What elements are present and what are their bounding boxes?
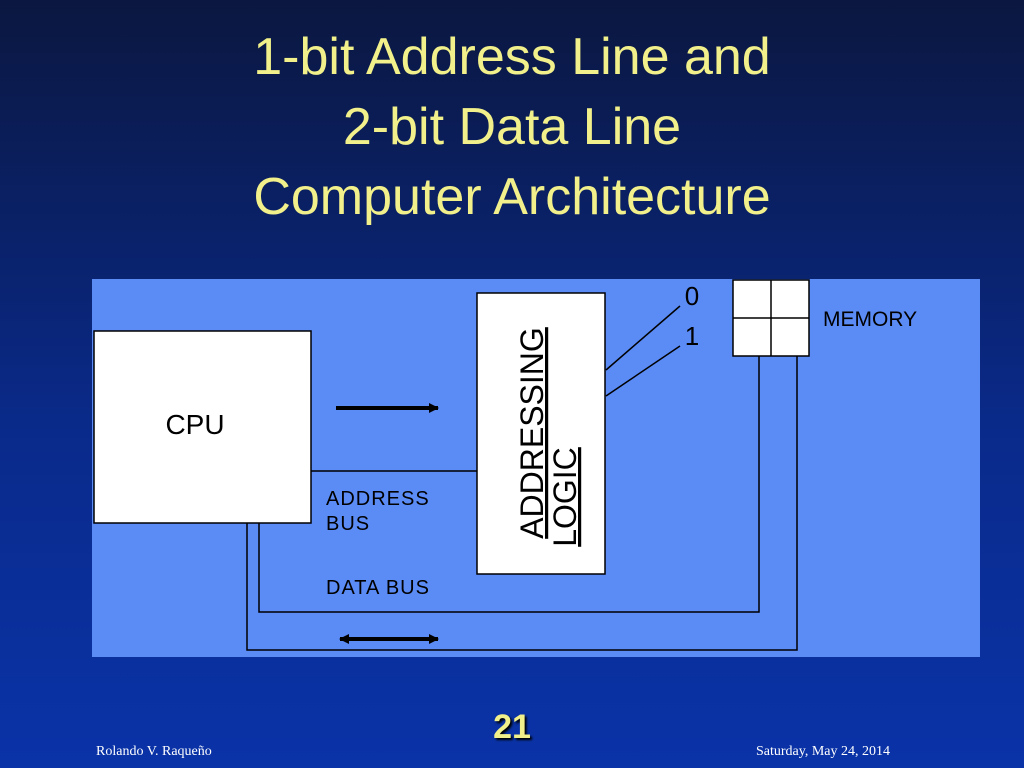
slide-title: 1-bit Address Line and 2-bit Data Line C… xyxy=(0,22,1024,232)
address-label-1: 1 xyxy=(685,321,699,351)
cpu-box xyxy=(93,330,312,524)
logic-label: LOGIC xyxy=(547,447,583,547)
address-bus-label-1: ADDRESS xyxy=(326,488,430,510)
address-label-0: 0 xyxy=(685,281,699,311)
footer-date: Saturday, May 24, 2014 xyxy=(755,744,890,759)
data-bus-outer xyxy=(246,356,798,651)
title-line-2: 2-bit Data Line xyxy=(342,98,682,156)
memory-grid xyxy=(732,279,810,357)
footer-author: Rolando V. Raqueño xyxy=(96,744,212,759)
address-line-0 xyxy=(605,305,681,371)
data-bus-inner xyxy=(258,356,760,613)
data-bus-label: DATA BUS xyxy=(326,577,430,599)
address-bus-label-2: BUS xyxy=(326,513,370,535)
memory-label: MEMORY xyxy=(823,308,917,331)
title-line-3: Computer Architecture xyxy=(253,168,771,226)
page-number: 21 xyxy=(493,708,531,746)
title-line-1: 1-bit Address Line and xyxy=(253,28,771,86)
addressing-label: ADDRESSING xyxy=(514,327,550,539)
address-line-1 xyxy=(605,345,681,397)
cpu-label: CPU xyxy=(165,409,224,440)
addressing-logic-box xyxy=(476,292,606,575)
